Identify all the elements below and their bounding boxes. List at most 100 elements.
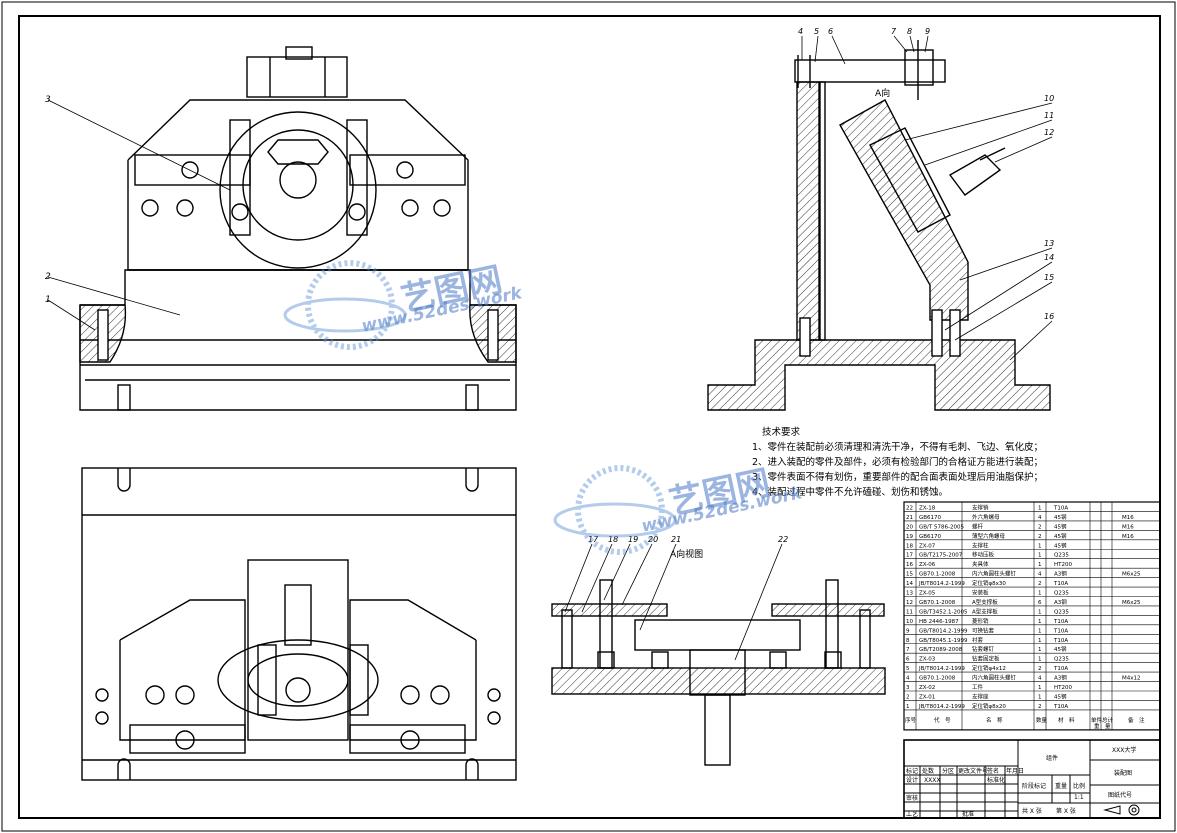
tb-sign: 签名 bbox=[987, 767, 999, 775]
tb-scale-value: 1:1 bbox=[1074, 794, 1084, 801]
bom-qty: 4 bbox=[1038, 515, 1042, 521]
bom-no: 1 bbox=[906, 704, 910, 710]
bom-material: T10A bbox=[1053, 505, 1068, 511]
bom-code: GB70.1-2008 bbox=[919, 676, 956, 682]
bom-name: 工件 bbox=[972, 683, 984, 691]
balloon-13: 13 bbox=[1044, 239, 1054, 248]
bom-note: M16 bbox=[1122, 534, 1134, 540]
bom-name: 内六角圆柱头螺钉 bbox=[972, 570, 1017, 578]
bom-header-cell: 总计 bbox=[1102, 716, 1114, 724]
a-view-arrow-label: A向 bbox=[875, 87, 890, 99]
bom-code: JB/T8014.2-1999 bbox=[918, 581, 965, 587]
bom-qty: 1 bbox=[1038, 619, 1042, 625]
bom-name: 定位销φ4x12 bbox=[972, 664, 1006, 672]
tech-item-4: 4、装配过程中零件不允许磕碰、划伤和锈蚀。 bbox=[752, 487, 949, 498]
side-view-leaders bbox=[801, 35, 1053, 361]
bom-name: 钻套固定板 bbox=[972, 655, 1000, 663]
bom-name: 内六角圆柱头螺钉 bbox=[972, 674, 1017, 682]
balloon-8: 8 bbox=[907, 27, 912, 36]
bom-name: 支撑销 bbox=[972, 503, 989, 511]
tb-zone: 分区 bbox=[942, 767, 954, 775]
bom-qty: 4 bbox=[1038, 676, 1042, 682]
tb-process: 工艺 bbox=[906, 810, 918, 818]
bom-code: GB/T2089-2008 bbox=[919, 647, 963, 653]
balloon-2: 2 bbox=[45, 272, 51, 282]
side-view-balloons: 4 5 6 7 8 9 10 11 12 13 14 15 16 bbox=[798, 27, 1054, 321]
bom-header-cell: 材 料 bbox=[1058, 716, 1075, 724]
tb-drawing-no: 图纸代号 bbox=[1108, 791, 1132, 799]
tb-scale: 比例 bbox=[1073, 782, 1085, 790]
bom-material: 45钢 bbox=[1054, 645, 1067, 653]
bom-qty: 6 bbox=[1038, 600, 1042, 606]
tb-review: 审核 bbox=[906, 794, 918, 802]
bom-material: 45钢 bbox=[1054, 541, 1067, 549]
bom-no: 18 bbox=[906, 543, 913, 549]
bom-code: GB/T 5786-2005 bbox=[919, 524, 964, 530]
bom-material: Q235 bbox=[1054, 657, 1069, 663]
bom-qty: 1 bbox=[1038, 562, 1042, 568]
balloon-10: 10 bbox=[1044, 94, 1054, 103]
bom-code: JB/T8014.2-1999 bbox=[918, 704, 965, 710]
bom-material: A3钢 bbox=[1054, 598, 1067, 606]
bom-no: 7 bbox=[906, 647, 910, 653]
bom-material: Q235 bbox=[1054, 591, 1069, 597]
bom-no: 17 bbox=[906, 553, 913, 559]
bom-code: ZX-05 bbox=[919, 591, 936, 597]
balloon-7: 7 bbox=[891, 27, 897, 36]
tb-drawing-type: 装配图 bbox=[1114, 769, 1132, 777]
bom-name: 衬套 bbox=[972, 636, 984, 644]
a-view bbox=[551, 579, 886, 766]
bom-code: HB 2446-1987 bbox=[919, 619, 959, 625]
bom-name: 夹具体 bbox=[972, 560, 989, 568]
bom-no: 19 bbox=[906, 534, 913, 540]
balloon-12: 12 bbox=[1044, 128, 1054, 137]
bom-no: 22 bbox=[906, 505, 913, 511]
bom-name: 支撑座 bbox=[972, 692, 989, 700]
bom-name: A型支撑板 bbox=[972, 607, 998, 615]
balloon-17: 17 bbox=[588, 535, 599, 544]
bom-header-cell: 备 注 bbox=[1128, 716, 1145, 724]
bom-no: 10 bbox=[906, 619, 913, 625]
bom-material: 45钢 bbox=[1054, 692, 1067, 700]
bom-code: GB6170 bbox=[919, 515, 942, 521]
bom-no: 14 bbox=[906, 581, 913, 587]
bom-code: ZX-18 bbox=[919, 505, 936, 511]
balloon-6: 6 bbox=[828, 27, 833, 36]
bom-row: 22 ZX-18 支撑销 1 T10A bbox=[906, 503, 1068, 511]
bom-qty: 1 bbox=[1038, 505, 1042, 511]
bom-qty: 1 bbox=[1038, 694, 1042, 700]
title-block-text: 组件 XXX大学 装配图 图纸代号 阶段标记 重量 比例 1:1 共 X 张 第… bbox=[906, 746, 1136, 818]
side-section-view bbox=[707, 40, 1051, 411]
bom-note: M4x12 bbox=[1122, 676, 1141, 682]
tb-count: 处数 bbox=[922, 767, 934, 775]
bom-material: HT200 bbox=[1054, 562, 1072, 568]
bom-material: T10A bbox=[1053, 666, 1068, 672]
balloon-22: 22 bbox=[778, 535, 788, 544]
bom-header-cell: 单件 bbox=[1091, 716, 1103, 724]
bom-material: T10A bbox=[1053, 581, 1068, 587]
bom-no: 8 bbox=[906, 638, 910, 644]
bom-qty: 2 bbox=[1038, 704, 1042, 710]
bom-name: 移动压板 bbox=[972, 551, 995, 559]
bom-material: Q235 bbox=[1054, 553, 1069, 559]
bom-code: ZX-07 bbox=[919, 543, 936, 549]
bom-name: 定位销φ8x30 bbox=[972, 579, 1006, 587]
bom-note: M16 bbox=[1122, 524, 1134, 530]
bom-code: ZX-02 bbox=[919, 685, 935, 691]
bom-name: 支撑柱 bbox=[972, 541, 989, 549]
bom-no: 9 bbox=[906, 628, 910, 634]
bom-qty: 1 bbox=[1038, 657, 1042, 663]
a-view-title: A向视图 bbox=[670, 548, 703, 560]
bom-material: Q235 bbox=[1054, 609, 1069, 615]
bom-qty: 2 bbox=[1038, 524, 1042, 530]
bom-name: 钻套螺钉 bbox=[972, 645, 995, 653]
